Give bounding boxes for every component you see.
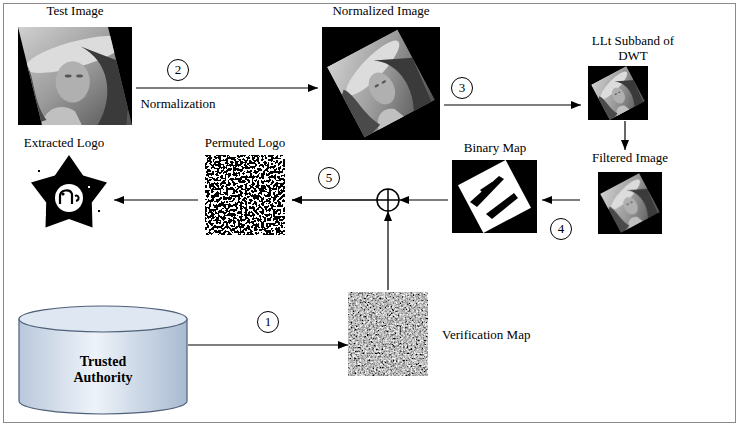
callout-number: 3 [451, 77, 473, 99]
image-panel: Extracted Logo [14, 135, 114, 235]
image-panel: Test Image [14, 3, 136, 127]
flow-arrow [444, 104, 581, 105]
flow-arrow [188, 344, 348, 345]
binary-map-image [452, 160, 537, 233]
callout-number: 2 [167, 59, 189, 81]
image-caption: Binary Map [464, 140, 526, 155]
arrowhead [399, 196, 409, 204]
image-caption: Test Image [46, 3, 103, 18]
image-caption: Normalized Image [332, 3, 429, 18]
extracted-logo-image [31, 155, 107, 227]
image-caption: Verification Map [442, 327, 530, 342]
image-panel: Normalized Image [318, 3, 444, 142]
normalized-image [322, 27, 440, 140]
image-panel: LLt Subband of DWT [581, 33, 685, 121]
image-panel: Verification Map [348, 290, 558, 378]
flow-arrow [292, 200, 388, 290]
callout-number: 1 [257, 311, 279, 333]
flow-arrow [114, 199, 198, 200]
verification-map-image [348, 292, 428, 376]
filtered-image [598, 172, 662, 234]
test-image [18, 27, 132, 125]
image-caption: Extracted Logo [24, 135, 105, 150]
image-caption: LLt Subband of DWT [581, 33, 685, 63]
llt-subband-image [588, 66, 648, 120]
database-cylinder: Trusted Authority [18, 305, 188, 415]
image-panel: Permuted Logo [198, 135, 292, 237]
callout-number: 5 [318, 167, 340, 189]
node-label: Trusted Authority [58, 354, 148, 386]
image-panel: Filtered Image [580, 150, 680, 236]
xor-circle [377, 189, 399, 211]
permuted-logo-image [205, 155, 285, 235]
image-caption: Permuted Logo [205, 135, 286, 150]
flow-arrow [624, 121, 625, 150]
flow-arrow [542, 199, 580, 200]
callout-number: 4 [550, 218, 572, 240]
xor-cross [387, 189, 389, 211]
image-caption: Filtered Image [592, 150, 668, 165]
flow-arrow [136, 87, 318, 88]
edge-label: Normalization [138, 96, 217, 111]
image-panel: Binary Map [448, 140, 542, 235]
arrowhead [384, 211, 392, 221]
